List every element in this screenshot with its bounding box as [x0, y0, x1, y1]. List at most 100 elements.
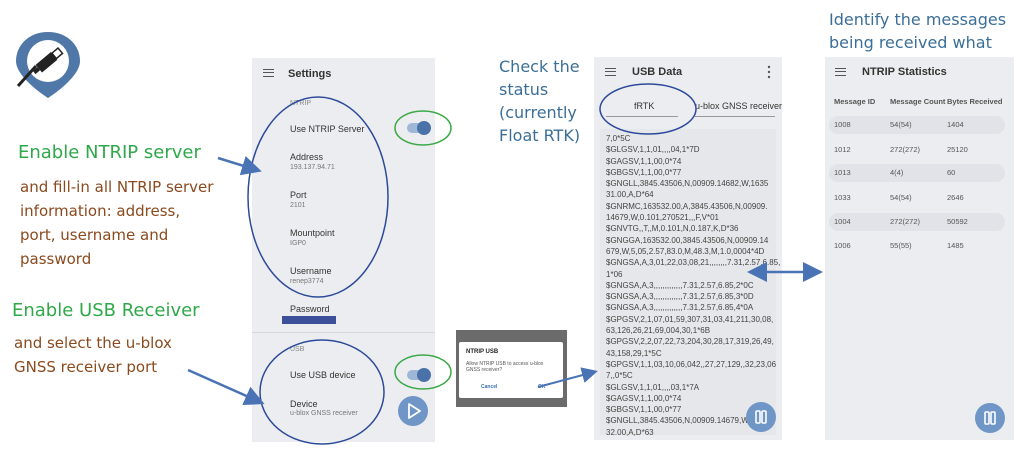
ntrip-stats-screen: NTRIP Statistics Message ID Message Coun… [825, 57, 1014, 440]
nmea-line: $GNGGA,163532.00,3845.43506,N,00909.14 [606, 235, 769, 245]
nmea-line: 7,,0*5C [606, 371, 633, 381]
usb-data-screen: USB Data fRTK u-blox GNSS receiver 7,0*5… [594, 57, 782, 440]
message-count-cell: 4(4) [890, 168, 904, 177]
usb-data-topbar: USB Data [594, 57, 782, 87]
username-label[interactable]: Username [290, 266, 332, 276]
check-status-line: status [499, 80, 549, 99]
address-value: 193.137.94.71 [290, 164, 335, 171]
nmea-line: $GBGSV,1,1,00,0*77 [606, 405, 682, 415]
pause-button[interactable] [975, 403, 1005, 433]
message-id-cell: 1006 [834, 241, 851, 250]
nmea-line: $GNGSA,A,3,01,22,03,08,21,,,,,,,,7.31,2.… [606, 258, 781, 268]
hamburger-menu-icon[interactable] [835, 68, 846, 76]
password-label[interactable]: Password [290, 304, 330, 314]
check-status-line: (currently [499, 103, 577, 122]
usb-device-toggle[interactable] [407, 368, 431, 382]
dialog-title: NTRIP USB [466, 349, 499, 355]
nmea-line: 31.00,A,D*64 [606, 190, 654, 200]
dialog-message: Allow NTRIP USB to access u-blox GNSS re… [466, 361, 544, 373]
ntrip-description-line: and fill-in all NTRIP server [20, 178, 214, 196]
section-label-usb: USB [290, 346, 305, 353]
identify-annotation: Identify the messages being received wha… [829, 8, 1006, 54]
play-button[interactable] [398, 396, 428, 426]
bytes-received-cell: 2646 [947, 193, 964, 202]
table-row: 1004 272(272) 50592 [829, 213, 1005, 231]
bytes-received-cell: 1485 [947, 241, 964, 250]
address-label[interactable]: Address [290, 152, 324, 162]
usb-location-pin-icon [16, 32, 80, 98]
status-field: fRTK [606, 101, 678, 117]
pause-icon [755, 410, 767, 424]
hamburger-menu-icon[interactable] [263, 69, 274, 77]
nmea-line: $GPGSV,1,1,03,10,06,042,,27,27,129,,32,2… [606, 359, 777, 369]
nmea-line: $GPGSV,2,2,07,22,73,204,30,28,17,319,26,… [606, 337, 774, 347]
toggle-knob [417, 368, 431, 382]
page-title: USB Data [632, 66, 683, 78]
more-vert-icon[interactable] [766, 65, 772, 79]
settings-topbar: Settings [252, 58, 435, 88]
password-redaction [282, 316, 336, 324]
nmea-line: $GNGSA,A,3,,,,,,,,,,,,,7.31,2.57,6.85,2*… [606, 280, 754, 290]
hamburger-menu-icon[interactable] [605, 68, 616, 76]
table-row: 1033 54(54) 2646 [829, 189, 1005, 207]
pause-icon [984, 411, 996, 425]
nmea-line: $GNGLL,3845.43506,N,00909.14682,W,1635 [606, 179, 769, 189]
use-ntrip-server-label: Use NTRIP Server [290, 124, 365, 134]
check-status-line: Check the [499, 57, 580, 76]
ntrip-description-line: port, username and [20, 226, 169, 244]
message-id-cell: 1013 [834, 168, 851, 177]
device-value: u-blox GNSS receiver [290, 410, 358, 417]
nmea-line: 43,158,29,1*5C [606, 348, 662, 358]
dialog-ok-button[interactable]: OK [538, 384, 546, 390]
nmea-line: 32.00,A,D*63 [606, 427, 654, 437]
column-header-message-count: Message Count [890, 97, 946, 106]
nmea-line: $GNGLL,3845.43506,N,00909.14679,W,1635 [606, 416, 769, 426]
section-divider [252, 332, 435, 333]
nmea-line: $GAGSV,1,1,00,0*74 [606, 393, 682, 403]
bytes-received-cell: 60 [947, 168, 956, 177]
dialog-overlay: NTRIP USB Allow NTRIP USB to access u-bl… [456, 330, 567, 407]
identify-line: being received what [829, 33, 992, 52]
nmea-line: 7,0*5C [606, 134, 631, 143]
nmea-line: $GLGSV,1,1,01,,,,04,1*7D [606, 145, 700, 155]
permission-dialog: NTRIP USB Allow NTRIP USB to access u-bl… [459, 342, 563, 398]
usb-description-line: and select the u-blox [14, 334, 172, 352]
pause-button[interactable] [746, 402, 776, 432]
page-title: Settings [288, 68, 332, 80]
message-id-cell: 1008 [834, 120, 851, 129]
page-title: NTRIP Statistics [862, 66, 947, 78]
mountpoint-value: IGP0 [290, 240, 306, 247]
message-count-cell: 54(54) [890, 120, 912, 129]
check-status-annotation: Check the status (currently Float RTK) [499, 55, 580, 147]
message-id-cell: 1033 [834, 193, 851, 202]
toggle-knob [417, 121, 431, 135]
settings-screen: Settings NTRIP Use NTRIP Server Address … [252, 58, 435, 442]
ntrip-description: and fill-in all NTRIP server information… [20, 175, 213, 271]
message-count-cell: 54(54) [890, 193, 912, 202]
enable-ntrip-heading: Enable NTRIP server [18, 142, 201, 163]
use-usb-device-label: Use USB device [290, 370, 356, 380]
port-label[interactable]: Port [290, 190, 307, 200]
mountpoint-label[interactable]: Mountpoint [290, 228, 335, 238]
bytes-received-cell: 1404 [947, 120, 964, 129]
device-select[interactable]: u-blox GNSS receiver [695, 101, 782, 117]
nmea-line: $GNGSA,A,3,,,,,,,,,,,,,7.31,2.57,6.85,3*… [606, 292, 754, 302]
dialog-cancel-button[interactable]: Cancel [481, 384, 498, 390]
ntrip-description-line: password [20, 250, 92, 268]
device-label[interactable]: Device [290, 399, 318, 409]
table-row: 1013 4(4) 60 [829, 164, 1005, 182]
check-status-line: Float RTK) [499, 126, 581, 145]
table-row: 1008 54(54) 1404 [829, 116, 1005, 134]
arrow-usb [187, 368, 265, 406]
usb-description-line: GNSS receiver port [14, 358, 158, 376]
nmea-line: 63,126,26,21,69,004,30,1*6B [606, 326, 711, 336]
nmea-line: $GAGSV,1,1,00,0*74 [606, 156, 682, 166]
message-id-cell: 1004 [834, 217, 851, 226]
ntrip-server-toggle[interactable] [407, 121, 431, 135]
username-value: renep3774 [290, 278, 324, 285]
bytes-received-cell: 25120 [947, 145, 968, 154]
usb-description: and select the u-blox GNSS receiver port [14, 331, 172, 379]
port-value: 2101 [290, 202, 306, 209]
identify-line: Identify the messages [829, 10, 1007, 29]
column-header-bytes-received: Bytes Received [947, 97, 1003, 106]
